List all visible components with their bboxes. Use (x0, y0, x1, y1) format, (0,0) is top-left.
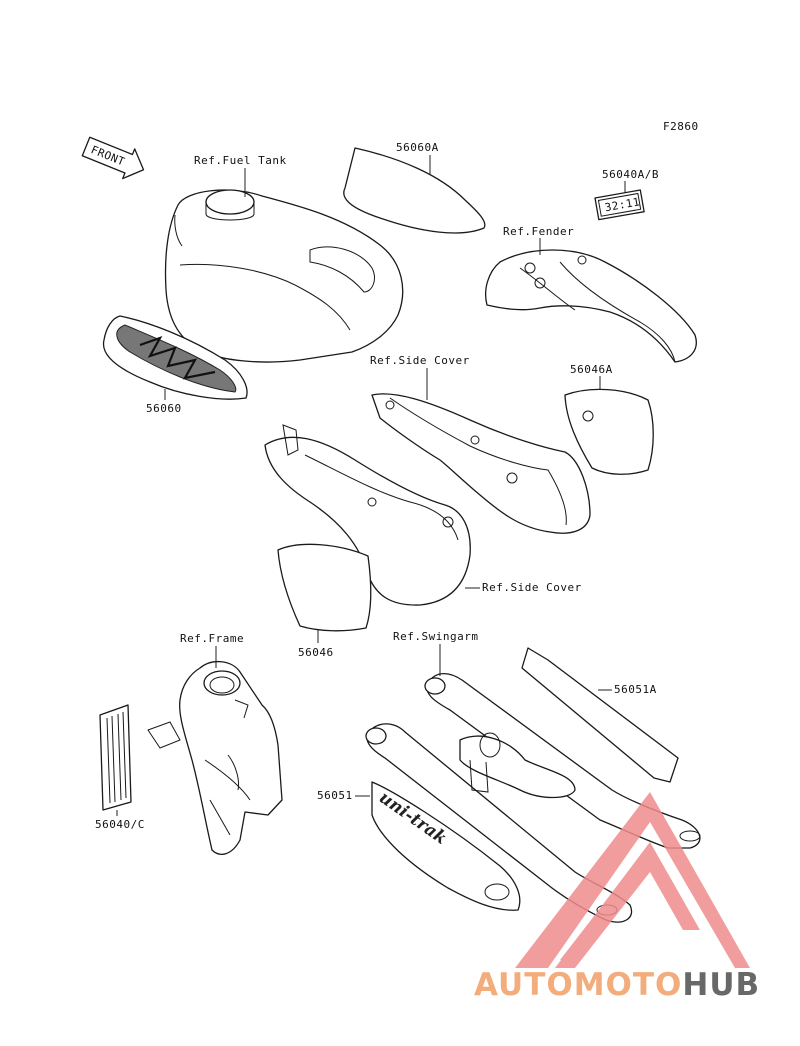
watermark-text: AUTOMOTOHUB (474, 967, 760, 1003)
watermark-text-part-a: AUTOMOTO (474, 967, 682, 1003)
label-56046: 56046 (298, 646, 334, 659)
diagram-ref-code: F2860 (663, 120, 699, 133)
label-56046A: 56046A (570, 363, 613, 376)
decal-56060A (343, 147, 486, 234)
decal-56040AB: 32:11 (594, 189, 645, 221)
label-56060: 56060 (146, 402, 182, 415)
decal-code-text: 32:11 (604, 195, 641, 214)
label-frame: Ref.Frame (180, 632, 244, 645)
decal-56060 (102, 315, 248, 400)
side-cover-upper-drawing (371, 393, 591, 534)
label-56060A: 56060A (396, 141, 439, 154)
label-56051A: 56051A (614, 683, 657, 696)
watermark-text-part-b: HUB (682, 967, 760, 1003)
label-fuel-tank: Ref.Fuel Tank (194, 154, 287, 167)
label-56040AB: 56040A/B (602, 168, 659, 181)
label-fender: Ref.Fender (503, 225, 574, 238)
fuel-tank-drawing (164, 189, 404, 363)
decal-56051A (521, 647, 679, 783)
frame-drawing (147, 661, 283, 855)
automotohub-logo-icon (515, 792, 750, 968)
decal-56040C (99, 704, 132, 811)
label-56040C: 56040/C (95, 818, 145, 831)
fender-drawing (485, 249, 697, 363)
label-side-cover-upper: Ref.Side Cover (370, 354, 470, 367)
label-56051: 56051 (317, 789, 353, 802)
swingarm-drawing (365, 672, 701, 923)
label-side-cover-lower: Ref.Side Cover (482, 581, 582, 594)
front-arrow-icon: FRONT (81, 136, 145, 180)
side-cover-lower-drawing (264, 424, 471, 606)
decal-56046A (564, 388, 654, 475)
label-swingarm: Ref.Swingarm (393, 630, 478, 643)
decal-56046 (277, 543, 372, 632)
